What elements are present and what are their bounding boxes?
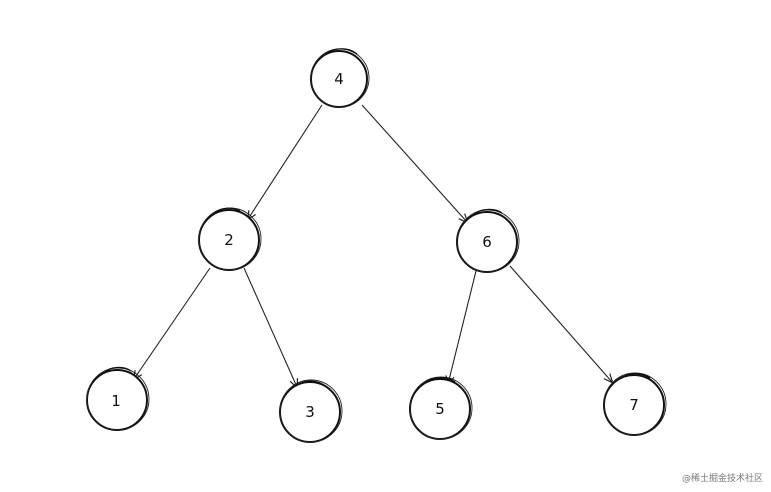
tree-node-6: 6 xyxy=(456,208,520,273)
edge-6-to-7 xyxy=(509,265,612,382)
tree-node-7: 7 xyxy=(603,372,667,436)
tree-node-4: 4 xyxy=(310,48,370,108)
node-label: 5 xyxy=(435,400,445,418)
node-label: 3 xyxy=(305,403,315,421)
tree-node-2: 2 xyxy=(198,207,262,271)
node-label: 6 xyxy=(482,233,492,251)
tree-node-5: 5 xyxy=(409,376,473,440)
tree-node-3: 3 xyxy=(279,379,343,443)
node-label: 4 xyxy=(334,70,344,88)
edge-6-to-5 xyxy=(448,270,477,384)
tree-nodes: 4 2 6 1 3 xyxy=(86,48,667,443)
edge-4-to-2 xyxy=(248,104,323,219)
tree-edges xyxy=(134,104,612,387)
edge-2-to-1 xyxy=(134,267,211,379)
node-label: 2 xyxy=(224,231,234,249)
node-label: 7 xyxy=(629,396,639,414)
node-label: 1 xyxy=(111,392,121,410)
tree-node-1: 1 xyxy=(86,366,150,431)
watermark: @稀土掘金技术社区 xyxy=(681,474,763,484)
edge-4-to-6 xyxy=(361,104,467,222)
edge-2-to-3 xyxy=(243,267,297,387)
